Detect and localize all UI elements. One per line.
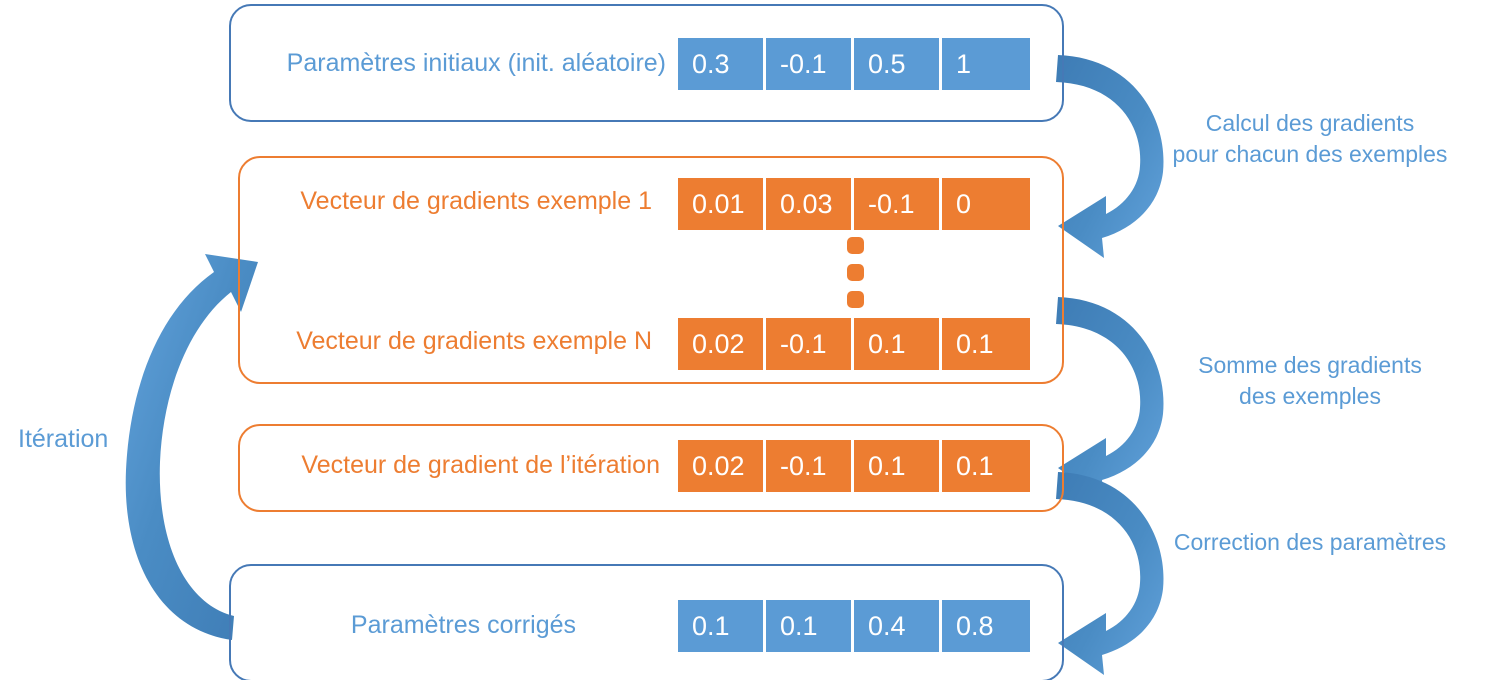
vector-corrected-parameters: 0.1 0.1 0.4 0.8 xyxy=(678,600,1030,658)
vector-cell: 0.4 xyxy=(854,600,942,652)
label-corrected-parameters: Paramètres corrigés xyxy=(350,611,576,639)
arrow-correct-parameters xyxy=(1056,472,1164,675)
label-gradient-vector-example-1: Vecteur de gradients exemple 1 xyxy=(300,187,652,215)
ellipsis-dot xyxy=(847,237,864,254)
vector-initial-parameters: 0.3 -0.1 0.5 1 xyxy=(678,38,1030,96)
ellipsis-dot xyxy=(847,291,864,308)
label-iteration: Itération xyxy=(18,425,109,453)
vector-cell: 0.1 xyxy=(854,318,942,370)
box-iteration-gradient xyxy=(238,424,1064,512)
label-gradient-vector-example-n: Vecteur de gradients exemple N xyxy=(296,327,652,355)
vector-cell: 1 xyxy=(942,38,1030,90)
box-gradient-vectors xyxy=(238,156,1064,384)
vector-gradient-example-n: 0.02 -0.1 0.1 0.1 xyxy=(678,318,1030,376)
note-correct-parameters: Correction des paramètres xyxy=(1173,529,1447,555)
vector-cell: 0.8 xyxy=(942,600,1030,652)
vector-cell: 0.1 xyxy=(854,440,942,492)
vector-iteration-gradient: 0.02 -0.1 0.1 0.1 xyxy=(678,440,1030,498)
vector-cell: 0.02 xyxy=(678,440,766,492)
vector-gradient-example-1: 0.01 0.03 -0.1 0 xyxy=(678,178,1030,236)
vector-cell: 0.3 xyxy=(678,38,766,90)
ellipsis-dot xyxy=(847,264,864,281)
label-initial-parameters: Paramètres initiaux (init. aléatoire) xyxy=(286,49,666,77)
ellipsis-dots xyxy=(847,237,864,308)
box-initial-parameters xyxy=(229,4,1064,122)
vector-cell: -0.1 xyxy=(766,38,854,90)
vector-cell: 0.1 xyxy=(678,600,766,652)
label-iteration-gradient-vector: Vecteur de gradient de l’itération xyxy=(301,451,660,479)
vector-cell: 0.1 xyxy=(942,440,1030,492)
vector-cell: 0.03 xyxy=(766,178,854,230)
vector-cell: 0.02 xyxy=(678,318,766,370)
vector-cell: 0.1 xyxy=(942,318,1030,370)
vector-cell: 0 xyxy=(942,178,1030,230)
box-corrected-parameters xyxy=(229,564,1064,680)
vector-cell: -0.1 xyxy=(766,318,854,370)
note-compute-gradients: Calcul des gradients pour chacun des exe… xyxy=(1172,110,1448,168)
vector-cell: -0.1 xyxy=(766,440,854,492)
vector-cell: 0.5 xyxy=(854,38,942,90)
vector-cell: 0.01 xyxy=(678,178,766,230)
note-sum-gradients: Somme des gradients des exemples xyxy=(1198,352,1422,410)
vector-cell: 0.1 xyxy=(766,600,854,652)
vector-cell: -0.1 xyxy=(854,178,942,230)
